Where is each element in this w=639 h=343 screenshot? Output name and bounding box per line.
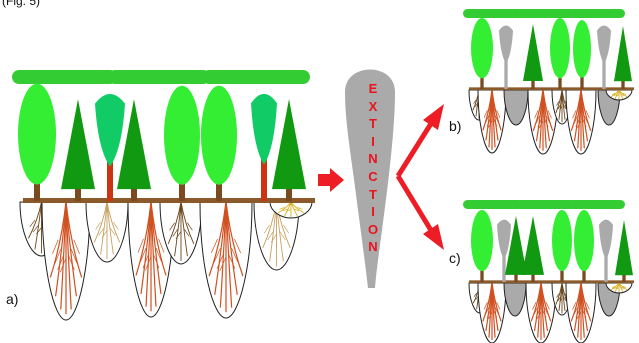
arrow-down-branch xyxy=(398,176,432,232)
extinct-tree xyxy=(599,220,613,282)
tree xyxy=(61,99,95,201)
tree-crown xyxy=(597,26,611,64)
extinction-letter: E xyxy=(360,80,386,98)
extinct-tree xyxy=(499,26,513,89)
tree xyxy=(471,18,493,89)
tree-crown xyxy=(61,99,95,189)
tree-crown xyxy=(95,94,125,167)
ground-line xyxy=(23,198,315,203)
root-outline xyxy=(504,90,528,125)
tree xyxy=(471,210,493,282)
root-system xyxy=(42,202,90,320)
root-system xyxy=(566,283,596,343)
tree-crown xyxy=(614,26,632,81)
root-system xyxy=(526,283,556,343)
tree xyxy=(523,24,543,89)
tree xyxy=(573,20,591,89)
root-system xyxy=(478,90,506,153)
canopy-crown xyxy=(569,200,625,209)
panel-c-label: c) xyxy=(449,250,461,266)
extinction-letter: C xyxy=(360,168,386,186)
canopy-crown xyxy=(463,9,523,18)
root-system xyxy=(566,90,596,154)
arrowhead-up-icon xyxy=(423,104,444,130)
tree xyxy=(272,99,306,201)
tree-crown xyxy=(251,94,277,165)
tree xyxy=(574,210,594,282)
tree-crown xyxy=(552,210,572,271)
canopy-crown xyxy=(463,200,523,209)
ground-line xyxy=(469,87,634,90)
panel-b-label: b) xyxy=(449,118,461,134)
arrow-up-branch xyxy=(398,122,432,176)
extinction-letter: I xyxy=(360,203,386,221)
extinction-letter: N xyxy=(360,238,386,256)
extinction-letter: X xyxy=(360,98,386,116)
extinction-letter: O xyxy=(360,221,386,239)
root-system xyxy=(200,202,252,318)
canopy-crown xyxy=(516,9,576,18)
tree xyxy=(18,84,56,201)
tree xyxy=(550,18,570,89)
tree-crown xyxy=(550,18,570,78)
tree-crown xyxy=(471,210,493,271)
root-system xyxy=(478,283,506,343)
root-system xyxy=(504,283,526,316)
tree-crown xyxy=(523,24,543,81)
extinct-tree xyxy=(597,26,611,89)
extinction-letter: N xyxy=(360,150,386,168)
ground-line xyxy=(469,280,634,283)
figure-caption: (Fig. 5) xyxy=(2,0,40,8)
extinction-letter: T xyxy=(360,186,386,204)
tree-crown xyxy=(272,99,306,189)
tree-crown xyxy=(497,220,511,260)
extinction-label: E X T I N C T I O N xyxy=(360,80,386,256)
panel-a-label: a) xyxy=(6,291,18,307)
root-outline xyxy=(504,283,526,316)
tree-crown xyxy=(522,216,544,275)
tree xyxy=(614,26,632,89)
canopy-crown xyxy=(516,200,576,209)
canopy-crown xyxy=(108,70,210,84)
panel-b-forest-after xyxy=(463,9,634,154)
tree-crown xyxy=(499,26,513,64)
tree-crown xyxy=(573,20,591,78)
tree xyxy=(164,86,200,201)
canopy-crown xyxy=(202,70,310,84)
tree xyxy=(615,220,633,282)
arrow-right-icon xyxy=(318,168,344,192)
canopy-crown xyxy=(569,9,625,18)
tree-crown xyxy=(599,220,613,260)
panel-a-original-forest xyxy=(12,70,315,320)
tree-crown xyxy=(201,86,237,185)
tree xyxy=(552,210,572,282)
tree-crown xyxy=(615,220,633,275)
tree-crown xyxy=(471,18,493,78)
tree-crown xyxy=(574,210,594,271)
extinction-letter: I xyxy=(360,133,386,151)
arrowhead-down-icon xyxy=(423,224,444,250)
panel-c-forest-after xyxy=(463,200,634,343)
root-system xyxy=(86,202,128,262)
tree-crown xyxy=(18,84,56,185)
extinction-letter: T xyxy=(360,115,386,133)
tree xyxy=(522,216,544,282)
canopy-crown xyxy=(12,70,117,84)
tree-crown xyxy=(164,86,200,185)
tree xyxy=(201,86,237,201)
root-system xyxy=(504,90,528,125)
